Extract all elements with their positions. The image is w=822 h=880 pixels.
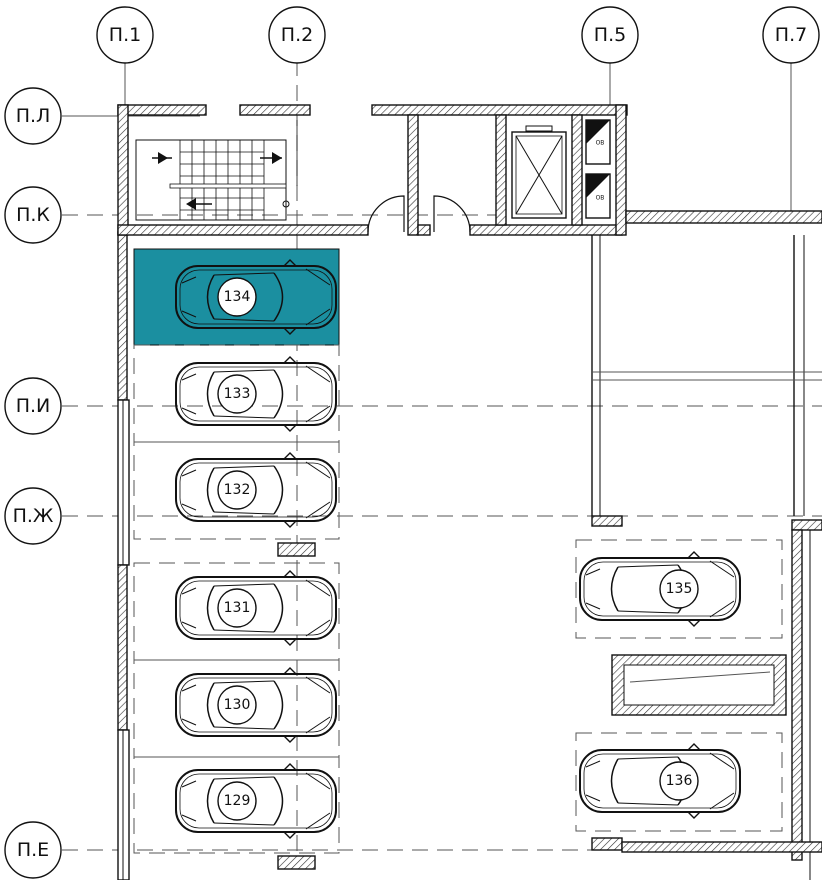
spot-number: 135	[666, 581, 693, 597]
door-swing-right	[433, 195, 471, 233]
spot-badges: 134 133 132 131 130 129 135 136	[217, 277, 699, 821]
spot-number: 132	[224, 482, 251, 498]
spot-badge-134: 134	[217, 277, 257, 317]
axis-lines	[62, 60, 822, 860]
walls	[117, 104, 822, 880]
spot-number: 130	[224, 697, 251, 713]
spot-badge-135: 135	[659, 569, 699, 609]
axis-bubble-pk: П.К	[4, 186, 62, 244]
spot-number: 136	[666, 773, 693, 789]
door-swing-left	[367, 195, 405, 233]
staircase	[135, 120, 298, 221]
wall-col-top	[591, 515, 623, 527]
spot-number: 133	[224, 386, 251, 402]
wall-stair-bottom	[117, 224, 369, 236]
axis-label: П.К	[16, 204, 50, 226]
parking-stall-129[interactable]	[133, 756, 340, 854]
axis-bubble-pi: П.И	[4, 377, 62, 435]
wall-col-bottom	[591, 837, 623, 851]
axis-bubble-p5: П.5	[581, 6, 639, 64]
wall-stub	[417, 224, 431, 236]
axis-label: П.2	[281, 24, 313, 46]
axis-bubble-p7: П.7	[762, 6, 820, 64]
wall-top-1	[117, 104, 207, 116]
axis-label: П.7	[775, 24, 807, 46]
spot-badge-131: 131	[217, 588, 257, 628]
axis-label: П.И	[16, 395, 51, 417]
spot-badge-132: 132	[217, 470, 257, 510]
elevator-shaft	[511, 125, 567, 219]
doors	[367, 195, 471, 233]
wall-lift-left	[495, 114, 507, 226]
wall-bottom-right	[469, 224, 623, 236]
axis-bubble-p2: П.2	[268, 6, 326, 64]
cars	[175, 259, 741, 839]
axis-bubble-p1: П.1	[96, 6, 154, 64]
parking-stall-136[interactable]	[575, 732, 783, 832]
axis-label: П.Ж	[13, 505, 54, 527]
spot-badge-129: 129	[217, 781, 257, 821]
spot-number: 131	[224, 600, 251, 616]
wall-stair-left	[117, 104, 129, 236]
wall-bottom-edge	[621, 841, 822, 853]
parking-stall-135[interactable]	[575, 539, 783, 639]
wall-right-lower	[791, 529, 803, 861]
ventilation-shafts: ОВ ОВ	[585, 119, 611, 219]
axis-label: П.Л	[16, 105, 51, 127]
axis-bubbles: П.1 П.2 П.5 П.7 П.Л П.К П.И П.Ж	[4, 6, 820, 879]
spot-number: 134	[224, 289, 251, 305]
axis-label: П.5	[594, 24, 626, 46]
wall-right-top	[625, 210, 822, 224]
wall-shaft-right	[615, 104, 627, 236]
spot-badge-136: 136	[659, 761, 699, 801]
spot-badge-133: 133	[217, 374, 257, 414]
pier-inner	[623, 664, 775, 706]
axis-bubble-pl: П.Л	[4, 87, 62, 145]
wall-right-col	[791, 519, 822, 531]
wall-left-middle	[117, 564, 128, 731]
parking-stall-132[interactable]	[133, 441, 340, 540]
shaft-label: ОВ	[596, 195, 605, 202]
spot-number: 129	[224, 793, 251, 809]
wall-lift-right	[571, 114, 583, 226]
axis-label: П.1	[109, 24, 141, 46]
wall-mid-1	[407, 114, 419, 236]
wall-left-upper	[117, 231, 128, 401]
column-2	[277, 855, 316, 870]
axis-bubble-pe: П.Е	[4, 821, 62, 879]
spot-badge-130: 130	[217, 685, 257, 725]
axis-bubble-pzh: П.Ж	[4, 487, 62, 545]
wall-top-3	[371, 104, 628, 116]
shaft-label: ОВ	[596, 140, 605, 147]
column-1	[277, 542, 316, 557]
axis-label: П.Е	[17, 839, 49, 861]
wall-top-2	[239, 104, 311, 116]
